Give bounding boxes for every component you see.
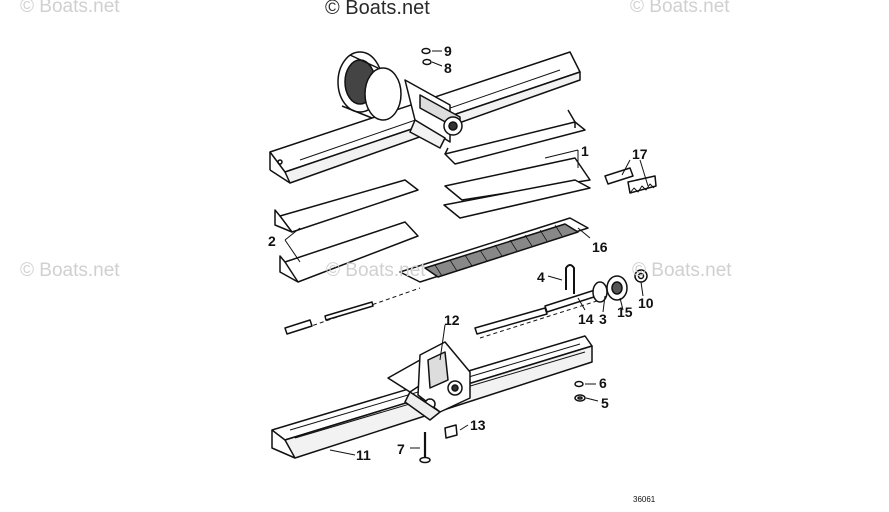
drive-gear-housing <box>337 51 402 121</box>
plate-1-lower <box>443 179 591 219</box>
leader-lines <box>284 50 649 456</box>
watermark-main: © Boats.net <box>325 0 430 19</box>
callout-14: 14 <box>578 311 594 327</box>
pin-rod <box>284 301 374 335</box>
bolt-7 <box>419 432 431 464</box>
carriage-bracket <box>404 79 463 149</box>
gear-rack <box>399 217 589 283</box>
watermark-mid-left: © Boats.net <box>20 260 120 281</box>
callout-8: 8 <box>444 60 452 76</box>
clamp-block <box>387 341 471 421</box>
plate-1-upper <box>444 109 586 165</box>
shaft-collar <box>592 275 628 303</box>
long-shaft <box>474 289 598 335</box>
u-bolt <box>565 264 575 294</box>
callout-11: 11 <box>356 447 371 463</box>
washer-5 <box>574 394 586 402</box>
drawing-number: 36061 <box>633 495 656 504</box>
callout-7: 7 <box>397 441 405 457</box>
callout-16: 16 <box>592 239 608 255</box>
bolt-13 <box>444 424 458 439</box>
adjuster-parts <box>604 167 657 194</box>
callout-15: 15 <box>617 304 633 320</box>
callout-2: 2 <box>268 233 276 249</box>
callout-4: 4 <box>537 269 545 285</box>
callout-13: 13 <box>470 417 486 433</box>
watermark-mid-center: © Boats.net <box>326 260 426 281</box>
watermark-top-right: © Boats.net <box>630 0 730 17</box>
washer-nut-8-9 <box>421 47 432 66</box>
callout-1: 1 <box>581 143 589 159</box>
callout-12: 12 <box>444 312 460 328</box>
plate-2-upper <box>274 179 419 233</box>
plate-2-lower <box>279 221 419 283</box>
callout-9: 9 <box>444 43 452 59</box>
callout-17: 17 <box>632 146 648 162</box>
callout-5: 5 <box>601 395 609 411</box>
callout-10: 10 <box>638 295 654 311</box>
washer-6 <box>574 380 584 388</box>
watermark-mid-right: © Boats.net <box>632 260 732 281</box>
watermark-top-left: © Boats.net <box>20 0 120 17</box>
callout-3: 3 <box>599 311 607 327</box>
callout-6: 6 <box>599 375 607 391</box>
plate-1-middle <box>444 157 591 201</box>
